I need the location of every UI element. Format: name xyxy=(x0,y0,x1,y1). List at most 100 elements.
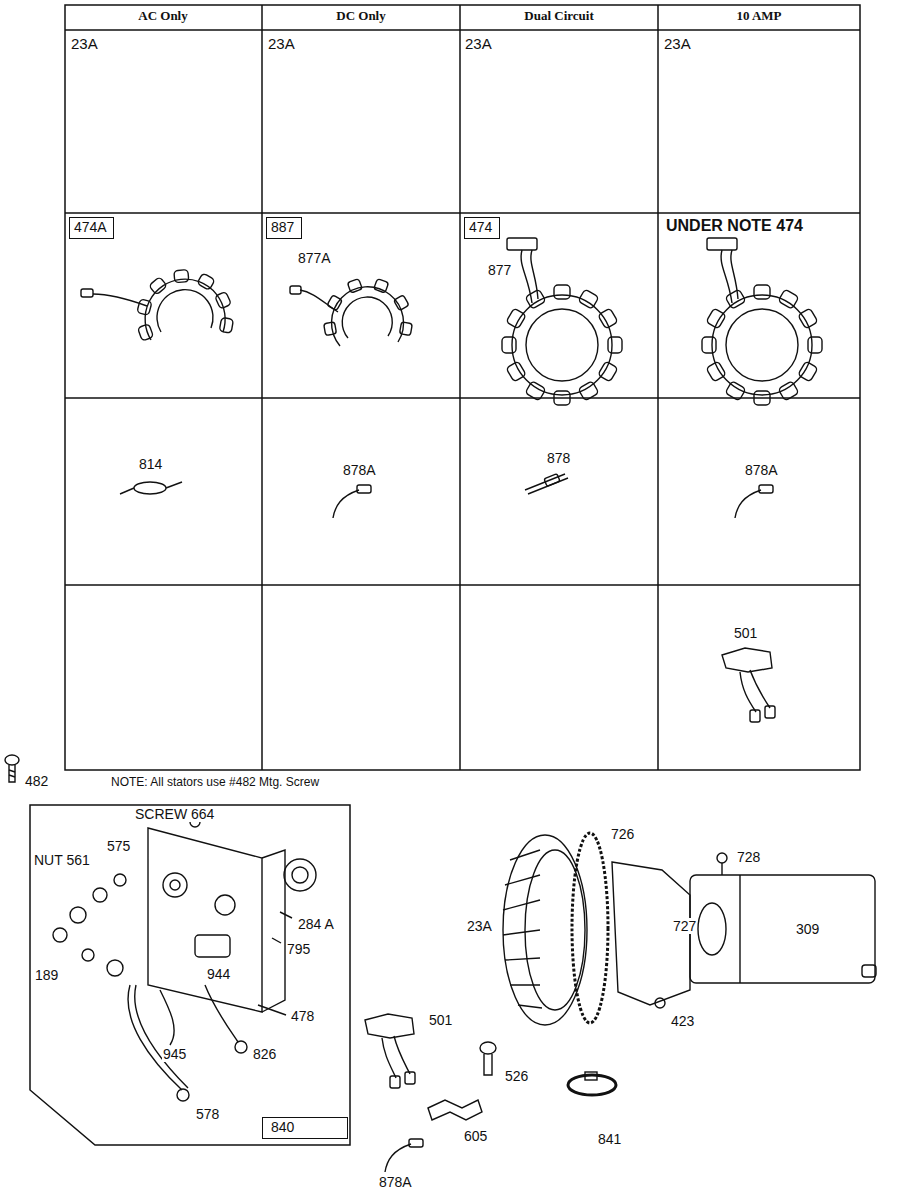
boxed-part-number: 887 xyxy=(266,217,302,239)
line-art-stroke xyxy=(138,324,154,341)
line-art-stroke xyxy=(65,212,860,214)
line-art-stroke xyxy=(93,888,107,902)
callout-number: 841 xyxy=(597,1131,622,1147)
callout-number: 878A xyxy=(744,462,779,478)
line-art-stroke xyxy=(698,903,726,955)
line-art-stroke xyxy=(657,5,659,770)
line-art-stroke xyxy=(195,935,230,957)
line-art-stroke xyxy=(170,880,180,890)
rectifier-501 xyxy=(365,1014,415,1088)
callout-number: 501 xyxy=(428,1012,453,1028)
line-art-stroke xyxy=(114,874,126,886)
line-art-stroke xyxy=(342,297,392,338)
line-art-stroke xyxy=(53,928,67,942)
line-art-stroke xyxy=(135,985,188,1088)
line-art-stroke xyxy=(290,286,301,294)
line-art-stroke xyxy=(750,670,770,708)
callout-number: 23A xyxy=(663,35,692,52)
line-art-stroke xyxy=(480,1042,496,1054)
line-art-stroke xyxy=(219,317,233,333)
boxed-part-number: 474A xyxy=(69,217,114,239)
line-art-stroke xyxy=(292,867,308,883)
column-header: 10 AMP xyxy=(735,9,782,24)
line-art-stroke xyxy=(261,5,263,770)
line-art-stroke xyxy=(585,1072,597,1080)
line-art-stroke xyxy=(390,1076,400,1088)
line-art-stroke xyxy=(365,1014,414,1038)
line-art-stroke xyxy=(717,853,727,863)
line-art-stroke xyxy=(149,277,167,295)
wire-878 xyxy=(525,474,568,494)
rectifier-501 xyxy=(722,648,775,722)
line-art-stroke xyxy=(157,290,213,332)
callout-number: UNDER NOTE 474 xyxy=(665,217,804,235)
callout-number: 877 xyxy=(487,262,512,278)
part-number: 887 xyxy=(271,219,297,236)
callout-number: 478 xyxy=(290,1008,315,1024)
callout-number: 728 xyxy=(736,849,761,865)
callout-number: 309 xyxy=(795,921,820,937)
line-art-stroke xyxy=(405,1072,415,1084)
line-art-stroke xyxy=(65,584,860,586)
ac-stator xyxy=(81,270,233,341)
line-art-stroke xyxy=(332,287,404,346)
line-art-stroke xyxy=(347,279,362,293)
wire-878a xyxy=(385,1139,423,1172)
wire-814 xyxy=(120,482,182,494)
control-panel xyxy=(30,805,350,1145)
part-number: 474 xyxy=(469,219,495,236)
callout-number: 795 xyxy=(286,941,311,957)
line-art-stroke xyxy=(765,706,775,718)
line-art-stroke xyxy=(655,998,665,1008)
line-art-stroke xyxy=(166,482,182,488)
callout-number: SCREW 664 xyxy=(134,806,215,822)
line-art-stroke xyxy=(65,5,860,770)
line-art-stroke xyxy=(215,291,232,309)
callout-number: 878A xyxy=(342,462,377,478)
part-number: 840 xyxy=(271,1119,343,1136)
callout-number: 23A xyxy=(70,35,99,52)
callout-number: 23A xyxy=(464,35,493,52)
line-art-stroke xyxy=(9,765,15,782)
line-art-stroke xyxy=(484,1054,492,1075)
line-art-stroke xyxy=(148,828,262,1012)
line-art-stroke xyxy=(739,875,740,983)
line-art-stroke xyxy=(862,965,876,977)
line-art-stroke xyxy=(215,895,235,915)
callout-number: 284 A xyxy=(297,916,335,932)
callout-number: 814 xyxy=(138,456,163,472)
bracket-727 xyxy=(612,862,690,1008)
line-art-stroke xyxy=(568,1075,616,1095)
line-art-stroke xyxy=(300,290,338,312)
line-art-stroke xyxy=(459,5,461,770)
callout-number: 605 xyxy=(463,1128,488,1144)
line-art-stroke xyxy=(399,322,412,336)
callout-number: 945 xyxy=(162,1046,187,1062)
callout-number: 423 xyxy=(670,1013,695,1029)
dc-stator xyxy=(290,279,412,346)
callout-number: 23A xyxy=(267,35,296,52)
line-art-stroke xyxy=(174,270,189,283)
line-art-stroke xyxy=(197,273,215,290)
dual-stator xyxy=(502,238,622,405)
callout-number: 878 xyxy=(546,450,571,466)
wire-878a xyxy=(735,485,773,518)
line-art-stroke xyxy=(374,279,389,293)
boxed-part-number: 474 xyxy=(464,217,500,239)
line-art-stroke xyxy=(327,295,343,311)
callout-number: 877A xyxy=(297,250,332,266)
callout-number: 727 xyxy=(672,918,697,934)
bolt-526 xyxy=(480,1042,496,1075)
line-art-stroke xyxy=(137,299,152,316)
line-art-stroke xyxy=(5,755,19,765)
line-art-stroke xyxy=(284,859,316,891)
line-art-stroke xyxy=(722,648,772,672)
column-header: AC Only xyxy=(137,9,188,24)
column-header: DC Only xyxy=(335,9,386,24)
line-art-stroke xyxy=(394,295,410,311)
callout-number: 526 xyxy=(504,1068,529,1084)
line-art-stroke xyxy=(503,835,587,1025)
wire-878a xyxy=(333,485,371,518)
line-art-stroke xyxy=(690,875,875,983)
